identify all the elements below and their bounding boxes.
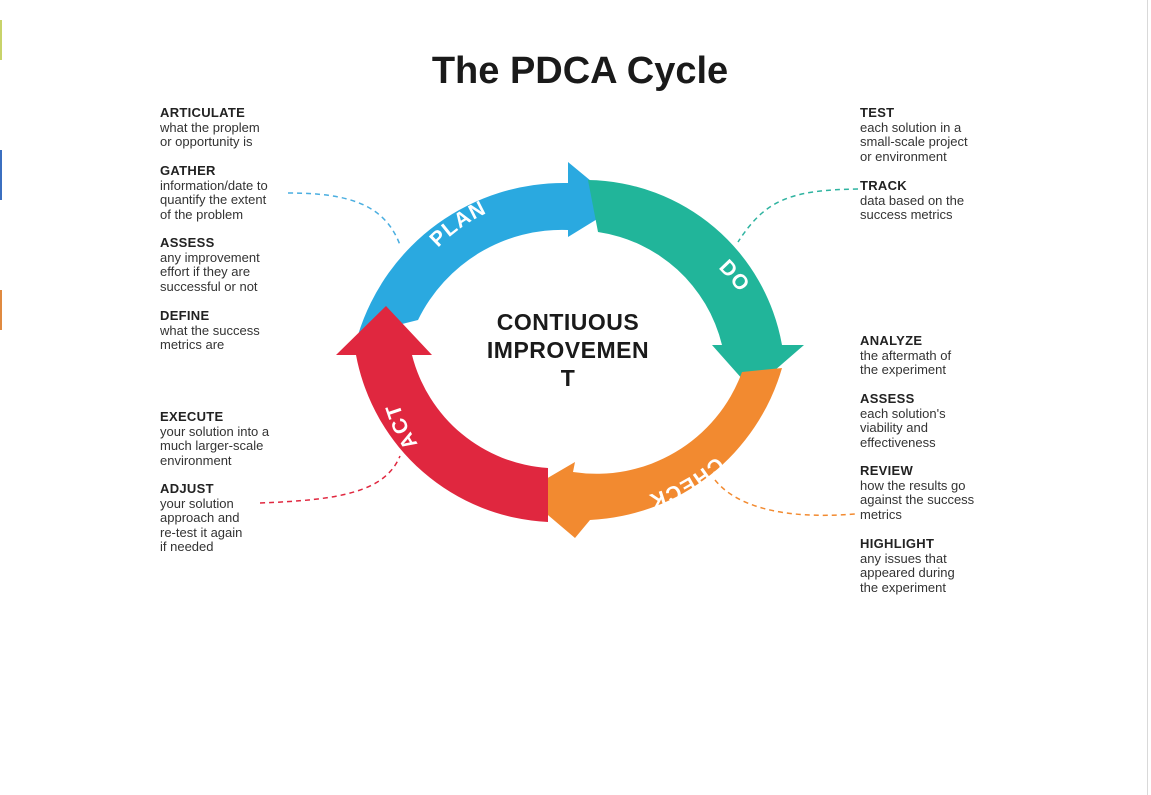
act-arrow: [336, 306, 548, 522]
block-heading: GATHER: [160, 163, 216, 178]
block-line: environment: [160, 452, 232, 468]
block-line: effectiveness: [860, 434, 936, 450]
block-line: information/date to: [160, 177, 268, 193]
left-edge-mark: [0, 20, 2, 60]
connector-adjust: [259, 455, 401, 504]
center-label: CONTIUOUS IMPROVEMEN T: [455, 308, 681, 392]
block-heading: ANALYZE: [860, 333, 923, 348]
center-line: IMPROVEMEN: [486, 337, 650, 363]
center-line: T: [560, 365, 576, 391]
block-define: DEFINE what the success metrics are: [160, 308, 260, 353]
connector-review: [714, 479, 856, 517]
block-articulate: ARTICULATE what the proplem or opportuni…: [160, 105, 260, 150]
block-heading: TRACK: [860, 178, 907, 193]
block-line: if needed: [160, 539, 214, 554]
block-line: the experiment: [860, 362, 946, 377]
block-line: appeared during: [860, 565, 955, 580]
block-line: what the proplem: [160, 119, 260, 135]
left-edge-mark: [0, 290, 2, 330]
block-highlight: HIGHLIGHT any issues that appeared durin…: [860, 536, 955, 595]
block-line: each solution in a: [860, 119, 962, 135]
plan-arrow: [358, 162, 620, 335]
block-heading: ADJUST: [160, 481, 214, 496]
block-line: the experiment: [860, 579, 946, 595]
block-line: metrics: [860, 506, 902, 522]
block-line: of the problem: [160, 206, 244, 222]
block-line: data based on the: [860, 192, 965, 208]
block-execute: EXECUTE your solution into a much larger…: [160, 409, 270, 468]
block-line: small-scale project: [860, 134, 968, 149]
block-heading: DEFINE: [160, 308, 210, 323]
block-gather: GATHER information/date to quantify the …: [160, 163, 268, 222]
block-analyze: ANALYZE the aftermath of the experiment: [860, 333, 952, 378]
block-line: quantify the extent: [160, 192, 267, 207]
block-line: effort if they are: [160, 264, 251, 279]
block-heading: ASSESS: [160, 235, 215, 250]
block-assess-check: ASSESS each solution's viability and eff…: [860, 391, 946, 450]
left-edge-mark: [0, 150, 2, 200]
block-track: TRACK data based on the success metrics: [860, 178, 965, 223]
center-line: CONTIUOUS: [496, 309, 640, 335]
block-heading: EXECUTE: [160, 409, 224, 424]
block-heading: ARTICULATE: [160, 105, 246, 120]
block-line: what the success: [160, 322, 260, 338]
block-test: TEST each solution in a small-scale proj…: [860, 105, 968, 164]
block-line: against the success: [860, 492, 975, 507]
connector-track: [737, 188, 859, 243]
block-line: much larger-scale: [160, 438, 264, 453]
block-assess-plan: ASSESS any improvement effort if they ar…: [160, 235, 260, 294]
block-line: each solution's: [860, 405, 946, 421]
diagram-title: The PDCA Cycle: [431, 50, 729, 92]
block-line: your solution: [160, 495, 234, 511]
block-line: viability and: [860, 420, 928, 435]
block-review: REVIEW how the results go against the su…: [860, 463, 975, 522]
block-heading: ASSESS: [860, 391, 915, 406]
page-edge: [1147, 0, 1148, 795]
block-adjust: ADJUST your solution approach and re-tes…: [160, 481, 243, 555]
block-line: approach and: [160, 510, 240, 525]
do-arrow: [588, 180, 804, 390]
block-line: re-test it again: [160, 524, 243, 540]
block-line: the aftermath of: [860, 347, 952, 363]
block-line: or environment: [860, 148, 947, 164]
block-line: any issues that: [860, 550, 947, 566]
block-heading: REVIEW: [860, 463, 914, 478]
block-line: your solution into a: [160, 423, 270, 439]
check-arrow: [522, 368, 782, 538]
block-line: how the results go: [860, 477, 966, 493]
block-line: any improvement: [160, 249, 260, 265]
block-line: successful or not: [160, 278, 258, 294]
connector-gather: [287, 192, 401, 246]
block-heading: HIGHLIGHT: [860, 536, 935, 551]
block-heading: TEST: [860, 105, 895, 120]
block-line: metrics are: [160, 337, 225, 352]
block-line: or opportunity is: [160, 134, 253, 149]
block-line: success metrics: [860, 207, 953, 222]
